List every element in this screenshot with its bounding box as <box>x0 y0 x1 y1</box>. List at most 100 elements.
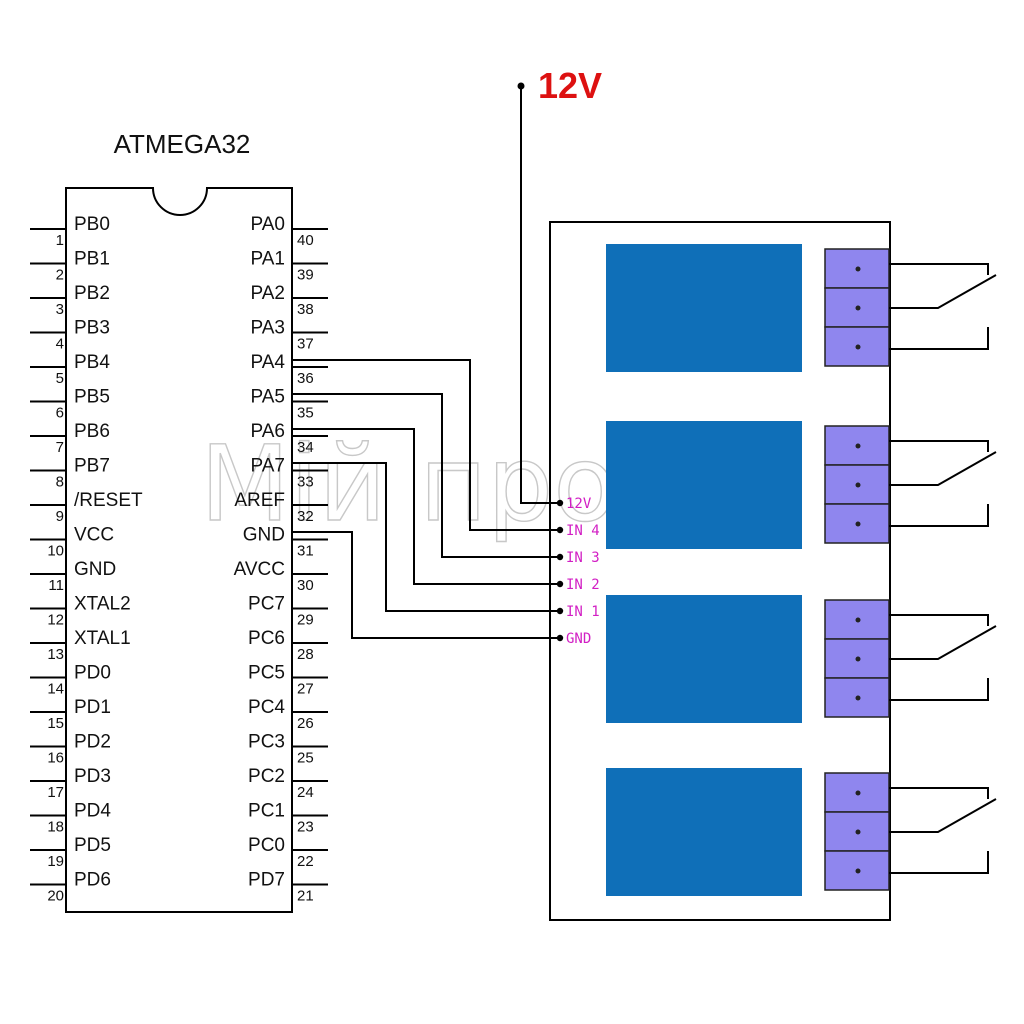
left-pin-label: GND <box>74 559 116 580</box>
left-pin-number: 1 <box>56 232 64 249</box>
right-pin-number: 37 <box>297 336 314 353</box>
left-pin-label: /RESET <box>74 490 143 511</box>
input-pin-label: GND <box>566 631 591 647</box>
right-pin-label: PC3 <box>248 732 285 753</box>
input-pin-label: IN 4 <box>566 523 600 539</box>
terminal-screw-dot <box>855 790 861 796</box>
relay-channel <box>606 421 997 549</box>
relay-contact-nc <box>889 327 989 350</box>
relay-channel <box>606 244 997 372</box>
wire-pa7-in1 <box>292 462 560 612</box>
right-pin-label: PA4 <box>250 352 285 373</box>
left-pin-label: PB5 <box>74 387 110 408</box>
relay-block <box>606 768 802 896</box>
left-pin-row: 1PB02PB13PB24PB35PB46PB57PB68PB79/RESET1… <box>30 214 143 905</box>
left-pin-label: PD0 <box>74 663 111 684</box>
left-pin-number: 11 <box>48 577 64 594</box>
right-pin-label: AREF <box>234 490 285 511</box>
right-pin-label: PC2 <box>248 766 285 787</box>
terminal-screw-dot <box>855 305 861 311</box>
left-pin-number: 18 <box>47 819 64 836</box>
left-pin-label: PD1 <box>74 697 111 718</box>
left-pin-number: 5 <box>56 370 64 387</box>
right-pin-number: 27 <box>297 681 314 698</box>
chip-title: ATMEGA32 <box>114 129 251 159</box>
input-pin-label: IN 1 <box>566 604 600 620</box>
left-pin-label: PD2 <box>74 732 111 753</box>
left-pin-number: 13 <box>47 646 64 663</box>
terminal-screw-dot <box>855 617 861 623</box>
right-pin-label: PC6 <box>248 628 285 649</box>
right-pin-number: 36 <box>297 370 314 387</box>
terminal-screw-dot <box>855 656 861 662</box>
left-pin-label: PB6 <box>74 421 110 442</box>
right-pin-label: PA6 <box>250 421 285 442</box>
right-pin-number: 28 <box>297 646 314 663</box>
right-pin-number: 21 <box>297 888 314 905</box>
right-pin-label: PD7 <box>248 870 285 891</box>
right-pin-number: 33 <box>297 474 314 491</box>
terminal-screw-dot <box>855 482 861 488</box>
right-pin-number: 25 <box>297 750 314 767</box>
right-pin-number: 35 <box>297 405 314 422</box>
terminal-screw-dot <box>855 266 861 272</box>
input-pin-label: 12V <box>566 496 592 512</box>
relay-contact-no <box>889 263 989 275</box>
relay-contact-switch <box>889 798 997 833</box>
right-pin-label: PA3 <box>250 318 285 339</box>
left-pin-number: 10 <box>47 543 64 560</box>
relay-contact-no <box>889 440 989 452</box>
wire-pa4-in4 <box>292 359 560 531</box>
left-pin-label: PD6 <box>74 870 111 891</box>
relay-block <box>606 244 802 372</box>
left-pin-label: PD3 <box>74 766 111 787</box>
left-pin-label: PD4 <box>74 801 111 822</box>
right-pin-number: 23 <box>297 819 314 836</box>
input-pin-dot <box>556 634 564 642</box>
right-pin-number: 30 <box>297 577 314 594</box>
terminal-screw-dot <box>855 344 861 350</box>
right-pin-label: PC5 <box>248 663 285 684</box>
right-pin-number: 39 <box>297 267 314 284</box>
input-pin-dot <box>556 526 564 534</box>
relay-contact-switch <box>889 451 997 486</box>
right-pin-row: 40PA039PA138PA237PA336PA435PA534PA633PA7… <box>234 214 328 905</box>
left-pin-number: 20 <box>47 888 64 905</box>
left-pin-number: 7 <box>56 439 64 456</box>
relay-contact-no <box>889 787 989 799</box>
input-pin-label: IN 2 <box>566 577 600 593</box>
right-pin-number: 34 <box>297 439 314 456</box>
terminal-screw-dot <box>855 829 861 835</box>
wire-pa6-in2 <box>292 428 560 585</box>
relay-contact-switch <box>889 274 997 309</box>
power-supply-12v: 12V <box>517 65 602 504</box>
terminal-screw-dot <box>855 695 861 701</box>
right-pin-label: PC0 <box>248 835 285 856</box>
right-pin-label: PA0 <box>250 214 285 235</box>
relay-block <box>606 595 802 723</box>
right-pin-label: PA1 <box>250 249 285 270</box>
relay-channel <box>606 768 997 896</box>
right-pin-label: PA2 <box>250 283 285 304</box>
relay-block <box>606 421 802 549</box>
signal-wires <box>292 359 560 639</box>
relay-channel <box>606 595 997 723</box>
left-pin-label: PB2 <box>74 283 110 304</box>
screw-terminal <box>824 850 890 891</box>
wire-pa5-in3 <box>292 393 560 558</box>
left-pin-label: PB3 <box>74 318 110 339</box>
left-pin-label: PD5 <box>74 835 111 856</box>
right-pin-label: AVCC <box>234 559 285 580</box>
right-pin-number: 40 <box>297 232 314 249</box>
left-pin-number: 19 <box>47 853 64 870</box>
left-pin-number: 3 <box>56 301 64 318</box>
right-pin-number: 24 <box>297 784 314 801</box>
right-pin-number: 29 <box>297 612 314 629</box>
left-pin-number: 8 <box>56 474 64 491</box>
right-pin-label: PC4 <box>248 697 285 718</box>
chip-body <box>65 187 293 913</box>
left-pin-number: 15 <box>47 715 64 732</box>
left-pin-number: 9 <box>56 508 64 525</box>
